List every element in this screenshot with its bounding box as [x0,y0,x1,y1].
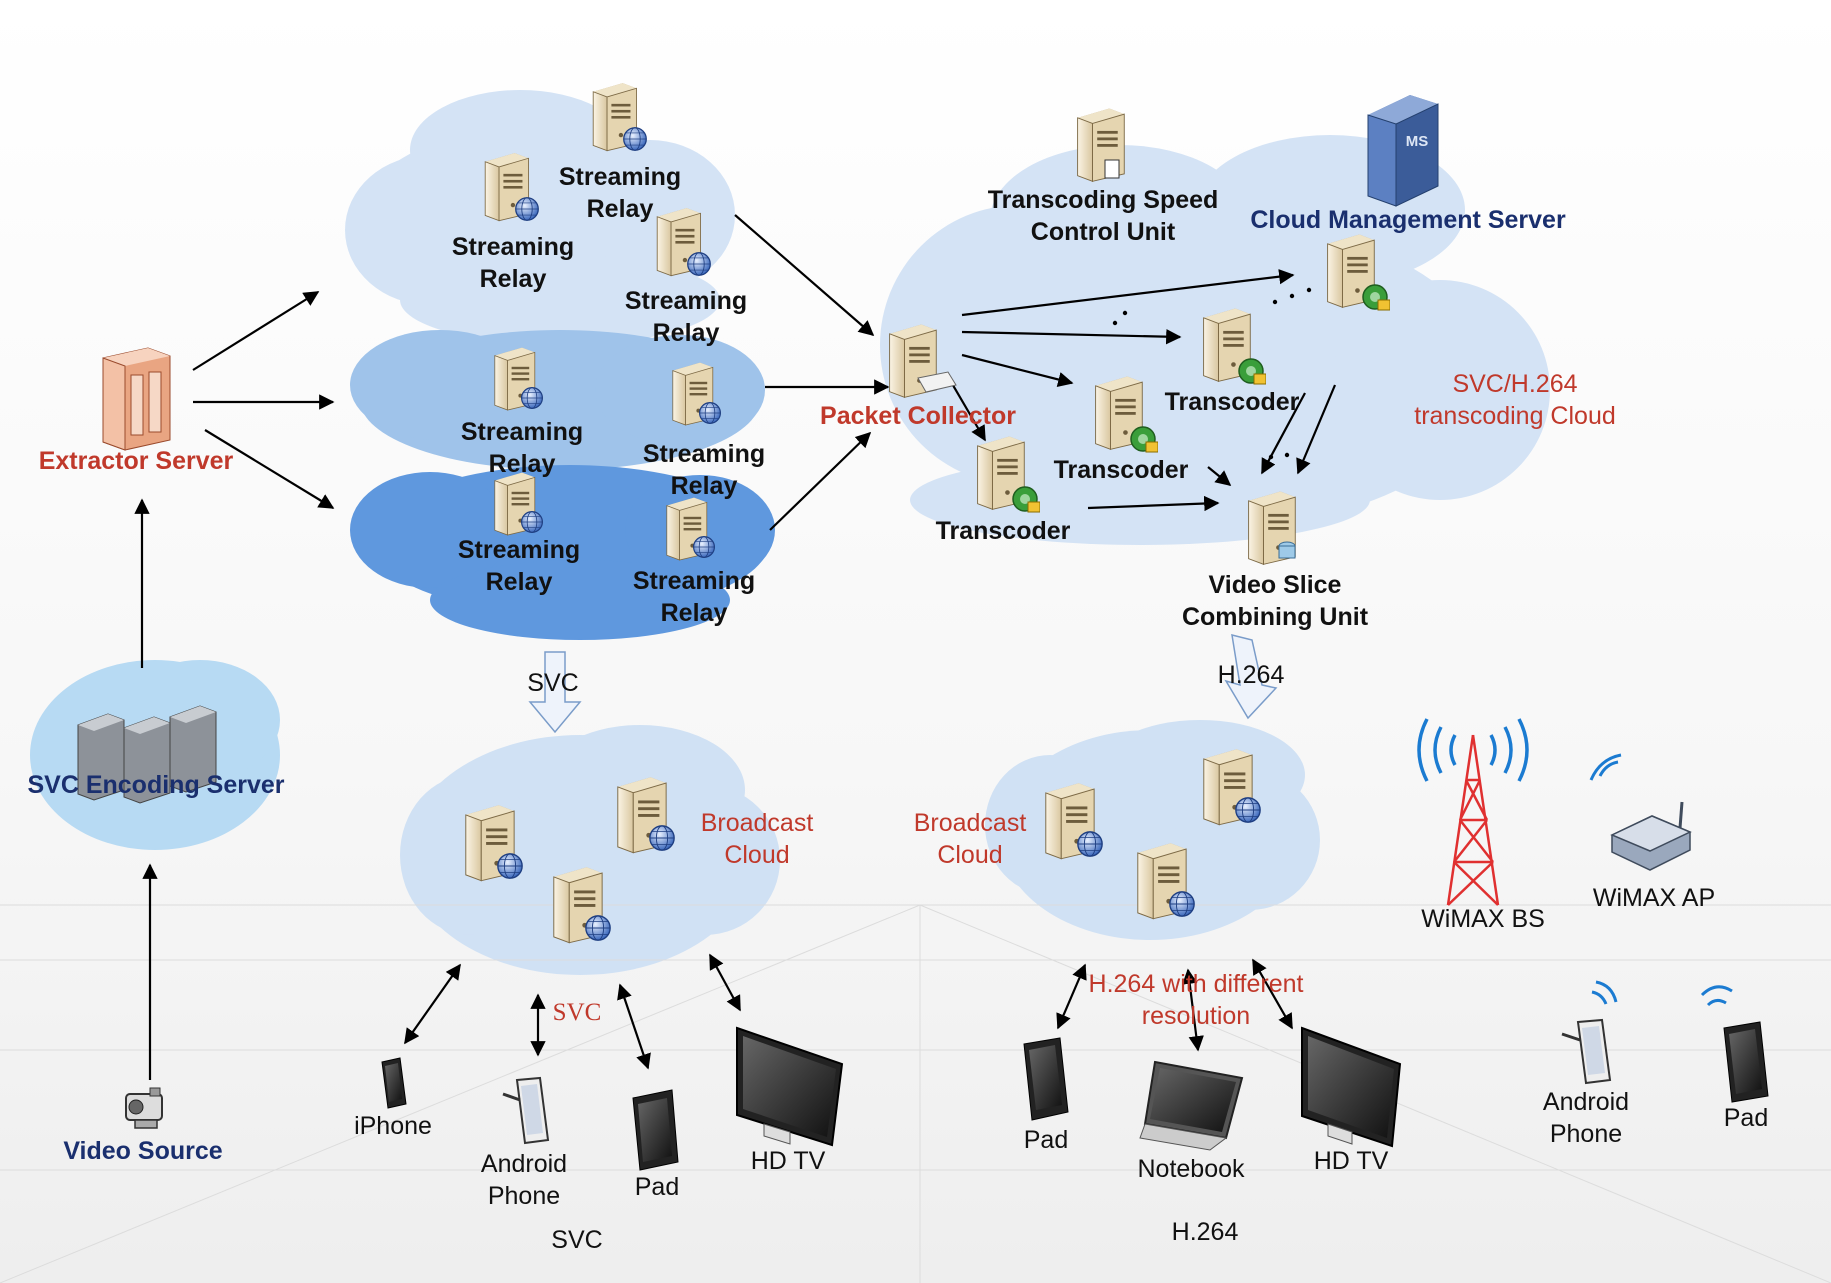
server-icon [592,82,647,152]
streaming-relay-label: Streaming Relay [642,440,766,500]
streaming-relay-label: Streaming Relay [457,536,581,596]
ms-badge: MS [1406,133,1429,150]
packet-collector-icon [889,324,957,398]
video-slice-combining-server-icon [1248,491,1296,565]
extractor-server-label: Extractor Server [38,447,234,475]
server-icon [1137,842,1195,920]
flow-arrows [134,214,1337,1080]
transcoder-label: Transcoder [1164,388,1300,416]
wimax-ap-label: WiMAX AP [1592,884,1716,912]
video-source-label: Video Source [63,1137,223,1165]
notebook-label: Notebook [1137,1155,1245,1183]
broadcast-cloud-svc [400,725,780,975]
hd-tv-icon [1301,1026,1402,1148]
packet-collector-label: Packet Collector [820,402,1016,430]
h264-different-resolution-label: H.264 with different resolution [1088,970,1304,1030]
server-icon [1203,748,1261,826]
cloud-management-server-label: Cloud Management Server [1250,206,1566,234]
hd-tv-icon [736,1026,844,1147]
streaming-relay-label: Streaming Relay [460,418,584,478]
wifi-signal-icon [1417,718,1529,782]
android-phone-label: Android Phone [480,1150,568,1210]
continuation-dots [1112,287,1312,460]
h264-flow-label: H.264 [1217,661,1285,689]
server-icon [465,804,523,882]
extractor-server-icon [102,347,171,451]
streaming-relay-cloud-top [345,90,735,345]
h264-down-arrow [1224,633,1278,720]
wimax-bs-label: WiMAX BS [1421,905,1545,933]
streaming-relay-label: Streaming Relay [624,287,748,347]
server-icon [553,866,611,944]
svc-h264-cloud-label: SVC/H.264 transcoding Cloud [1414,370,1616,430]
svc-encoding-server-icon [77,705,217,804]
svc-down-arrow [528,651,582,734]
speed-control-unit-label: Transcoding Speed Control Unit [987,186,1219,246]
svc-link-label: SVC [552,999,602,1026]
svc-encoding-server-label: SVC Encoding Server [27,771,285,799]
wimax-bs-tower-icon [1446,734,1500,906]
android-phone-icon [502,1076,550,1145]
broadcast-cloud-label: Broadcast Cloud [913,809,1027,869]
iphone-icon [381,1057,407,1109]
streaming-relay-cloud-bottom [350,465,775,640]
server-icon [1045,782,1103,860]
svc-group-label: SVC [551,1226,603,1254]
server-icon [617,776,675,854]
broadcast-cloud-label: Broadcast Cloud [700,809,814,869]
pad-icon [1023,1037,1069,1121]
iphone-label: iPhone [354,1112,432,1140]
hd-tv-label: HD TV [1313,1147,1389,1175]
speed-control-server-icon [1077,108,1125,182]
streaming-relay-cloud-middle [350,330,765,470]
pad-icon [1700,985,1769,1103]
notebook-icon [1139,1060,1244,1151]
android-phone-label: Android Phone [1542,1088,1630,1148]
pad-icon [632,1089,679,1171]
hd-tv-label: HD TV [750,1147,826,1175]
video-slice-combining-unit-label: Video Slice Combining Unit [1181,571,1369,631]
streaming-relay-label: Streaming Relay [558,163,682,223]
h264-group-label: H.264 [1171,1218,1239,1246]
streaming-relay-label: Streaming Relay [451,233,575,293]
wimax-ap-router-icon [1589,753,1692,871]
android-phone-icon [1561,980,1618,1085]
transcoder-label: Transcoder [935,517,1071,545]
transcoder-label: Transcoder [1053,456,1189,484]
pad-label: Pad [634,1173,680,1201]
streaming-relay-label: Streaming Relay [632,567,756,627]
svc-flow-label: SVC [527,669,579,697]
video-camera-icon [125,1087,163,1129]
cloud-management-server-icon: MS [1367,95,1439,207]
pad-label: Pad [1023,1126,1069,1154]
pad-label: Pad [1723,1104,1769,1132]
